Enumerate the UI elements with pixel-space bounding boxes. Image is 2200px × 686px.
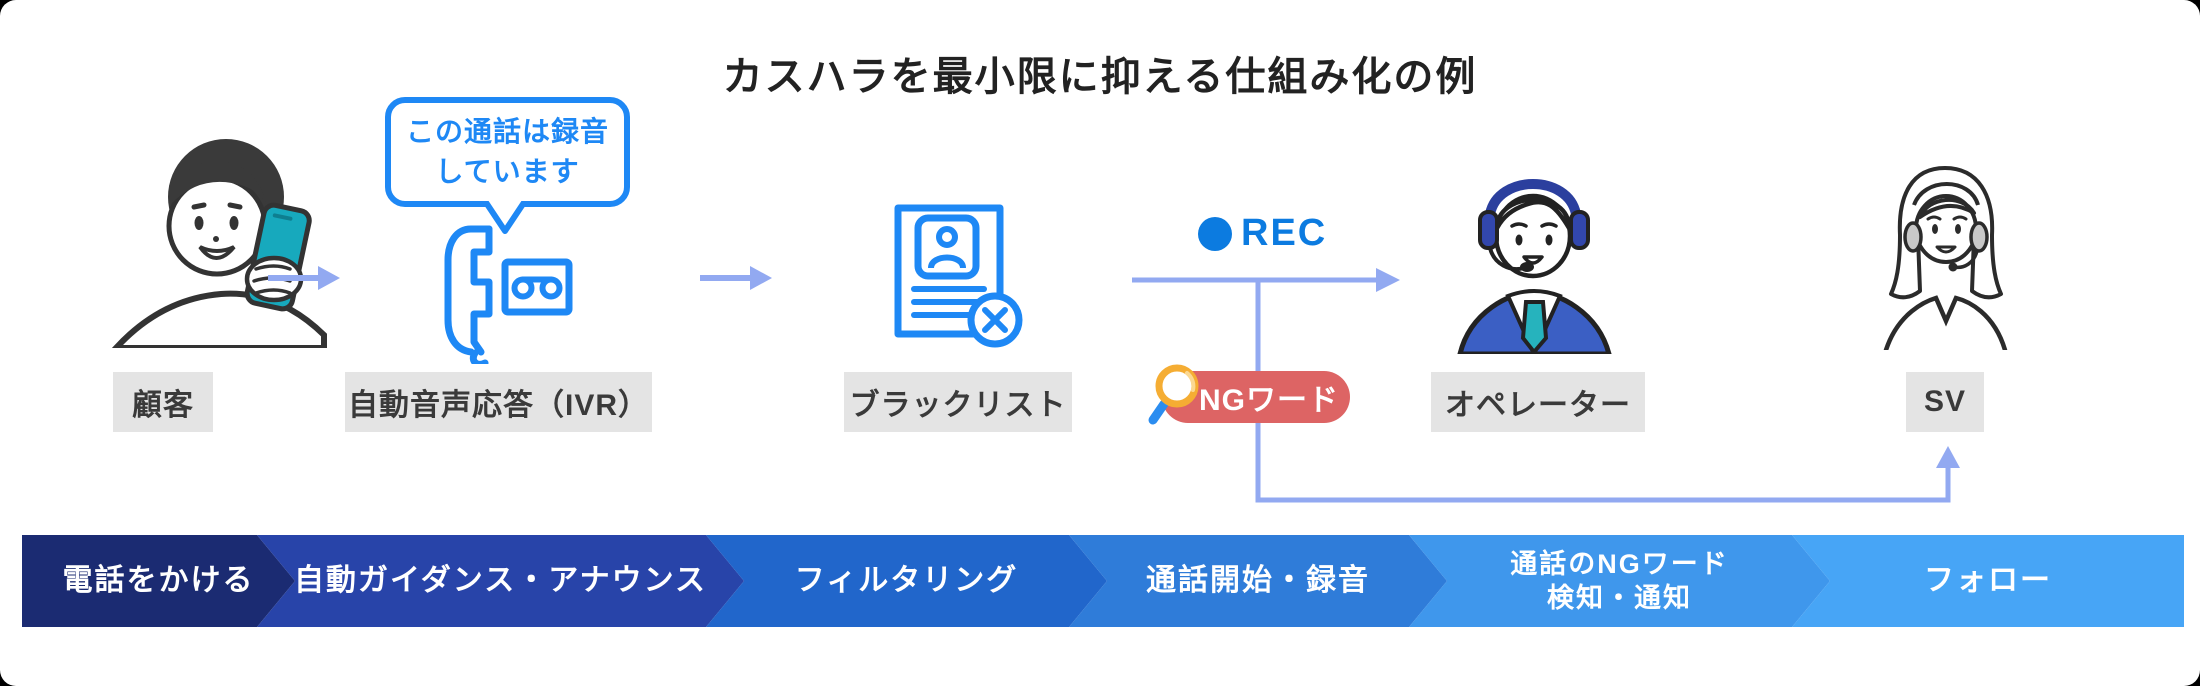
process-step-4: 通話開始・録音: [1069, 535, 1447, 627]
operator-icon: [1457, 179, 1612, 354]
speech-bubble-line2: しています: [435, 156, 580, 187]
process-step-3: フィルタリング: [706, 535, 1107, 627]
arrow-customer-to-ivr: [268, 266, 340, 290]
magnifier-icon: [1148, 364, 1199, 425]
speech-bubble: この通話は録音 しています: [385, 97, 630, 207]
ivr-label: 自動音声応答（IVR）: [345, 372, 652, 432]
blacklist-illustration: [890, 200, 1025, 350]
process-step-1-label: 電話をかける: [62, 564, 255, 597]
process-bar: 電話をかける 自動ガイダンス・アナウンス フィルタリング 通話開始・録音 通話の…: [0, 535, 2200, 627]
speech-bubble-line1: この通話は録音: [405, 116, 609, 147]
customer-label: 顧客: [113, 372, 213, 432]
phone-recording-icon: [444, 225, 573, 364]
operator-label: オペレーター: [1431, 372, 1645, 432]
ng-word-text: NGワード: [1199, 384, 1339, 417]
ivr-illustration: [443, 224, 573, 364]
process-step-2: 自動ガイダンス・アナウンス: [257, 535, 744, 627]
process-step-4-label: 通話開始・録音: [1146, 564, 1370, 597]
process-step-2-label: 自動ガイダンス・アナウンス: [294, 564, 707, 597]
arrow-blacklist-to-operator: [1132, 268, 1400, 292]
supervisor-icon: [1883, 166, 2008, 350]
process-step-5-label: 通話のNGワード: [1510, 549, 1729, 579]
process-step-6: フォロー: [1792, 535, 2184, 627]
process-step-5-label2: 検知・通知: [1547, 583, 1692, 613]
process-step-1: 電話をかける: [22, 535, 295, 627]
process-step-5: 通話のNGワード 検知・通知: [1409, 535, 1830, 627]
rec-dot-icon: [1198, 216, 1232, 251]
speech-bubble-tail: [481, 201, 529, 234]
sv-label: SV: [1906, 372, 1984, 432]
blacklist-label: ブラックリスト: [844, 372, 1072, 432]
operator-illustration: [1452, 162, 1617, 354]
sv-illustration: [1878, 163, 2013, 350]
process-step-3-label: フィルタリング: [794, 564, 1019, 597]
customer-icon: [111, 139, 327, 348]
page-title: カスハラを最小限に抑える仕組み化の例: [722, 55, 1478, 99]
process-step-6-label: フォロー: [1924, 564, 2052, 597]
blacklist-document-icon: [894, 204, 1023, 348]
rec-badge: REC: [1198, 212, 1327, 255]
customer-illustration: [106, 133, 346, 348]
arrow-ivr-to-blacklist: [700, 266, 772, 290]
rec-text: REC: [1241, 212, 1328, 254]
